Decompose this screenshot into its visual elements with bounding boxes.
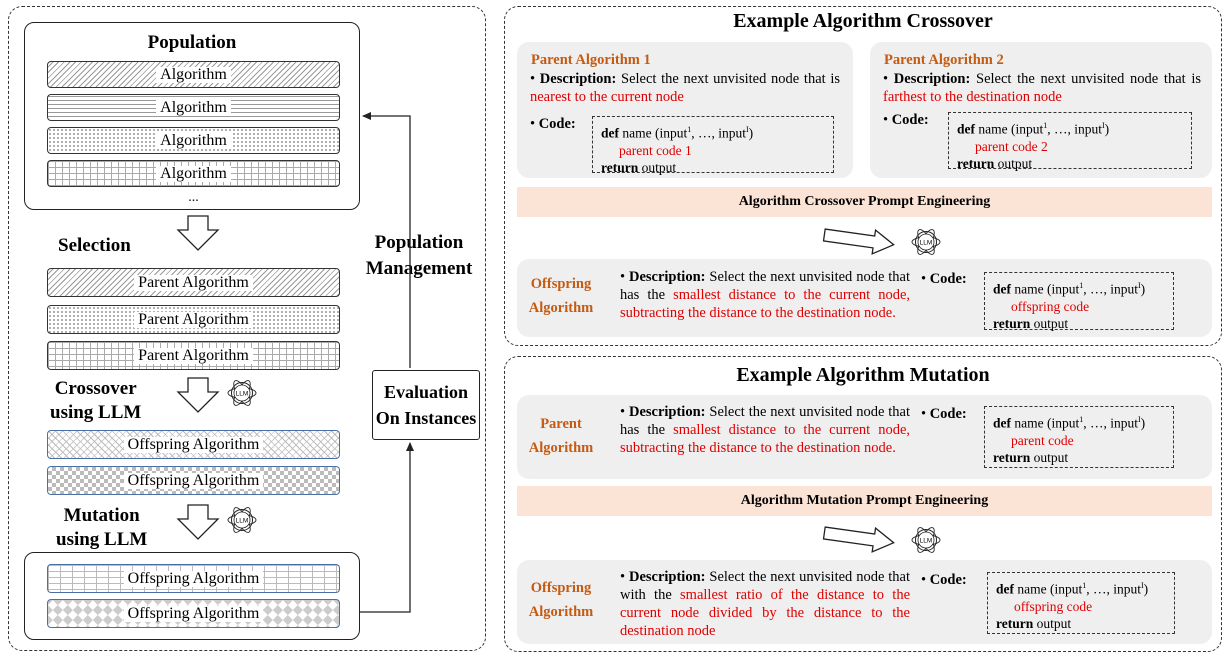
down-arrow-icon <box>176 377 220 413</box>
crossover-panel <box>504 6 1222 346</box>
mutation-title: Example Algorithm Mutation <box>736 364 990 386</box>
left-flow-arrows: LLM LLM <box>176 112 414 613</box>
population-arrow-line <box>362 112 411 368</box>
mutation-offspring-code-label: • Code: <box>921 572 967 588</box>
down-arrow-icon <box>176 215 220 251</box>
population-algorithm: Algorithm <box>47 94 340 121</box>
evolution-panel <box>8 6 486 651</box>
mutation-parent-code: def name (input1, …, inputI) parent code… <box>984 406 1174 468</box>
parent-algorithm-2-description: • Description: Select the next unvisited… <box>883 71 1202 105</box>
parent-algorithm-2-code: def name (input1, …, inputI) parent code… <box>948 112 1192 171</box>
parent-algorithm: Parent Algorithm <box>47 268 340 297</box>
crossover-prompt-engineering: Algorithm Crossover Prompt Engineering <box>517 187 1212 217</box>
crossover-offspring-code: def name (input1, …, inputI) offspring c… <box>984 272 1174 331</box>
parent-algorithm: Parent Algorithm <box>47 341 340 370</box>
svg-text:LLM: LLM <box>236 391 249 398</box>
mutation-prompt-engineering: Algorithm Mutation Prompt Engineering <box>517 486 1212 516</box>
mutation-parent-description: • Description: Select the next unvisited… <box>620 404 911 456</box>
mutated-offspring-algorithm: Offspring Algorithm <box>47 599 340 628</box>
population-algorithm: Algorithm <box>47 127 340 154</box>
population-title: Population <box>147 32 237 53</box>
parent-algorithm: Parent Algorithm <box>47 305 340 334</box>
down-arrow-icon <box>176 504 220 540</box>
selection-label: Selection <box>58 235 131 256</box>
parent-algorithm-2-title: Parent Algorithm 2 <box>884 52 1004 68</box>
mutation-offspring-code: def name (input1, …, inputI) offspring c… <box>987 572 1175 634</box>
svg-text:LLM: LLM <box>236 518 249 525</box>
parent-algorithm-1-title: Parent Algorithm 1 <box>531 52 651 68</box>
crossover-offspring-description: • Description: Select the next unvisited… <box>620 269 911 321</box>
mutated-offspring-algorithm: Offspring Algorithm <box>47 564 340 593</box>
crossover-title: Example Algorithm Crossover <box>733 10 993 32</box>
offspring-algorithm: Offspring Algorithm <box>47 466 340 495</box>
llm-icon: LLM <box>227 380 257 406</box>
population-ellipsis: ... <box>188 190 199 205</box>
parent-algorithm-1-code-label: • Code: <box>530 116 576 132</box>
mutation-offspring-description: • Description: Select the next unvisited… <box>620 569 911 639</box>
parent-algorithm-1-description: • Description: Select the next unvisited… <box>530 71 841 105</box>
population-algorithm: Algorithm <box>47 160 340 187</box>
return-arrow-line <box>360 442 414 613</box>
offspring-algorithm: Offspring Algorithm <box>47 430 340 459</box>
mutation-panel <box>504 356 1222 652</box>
parent-algorithm-1-code: def name (input1, …, inputI) parent code… <box>592 116 834 175</box>
parent-algorithm-2-code-label: • Code: <box>883 112 929 128</box>
crossover-offspring-code-label: • Code: <box>921 271 967 287</box>
mutation-parent-code-label: • Code: <box>921 406 967 422</box>
population-algorithm: Algorithm <box>47 61 340 88</box>
llm-icon: LLM <box>227 507 257 533</box>
